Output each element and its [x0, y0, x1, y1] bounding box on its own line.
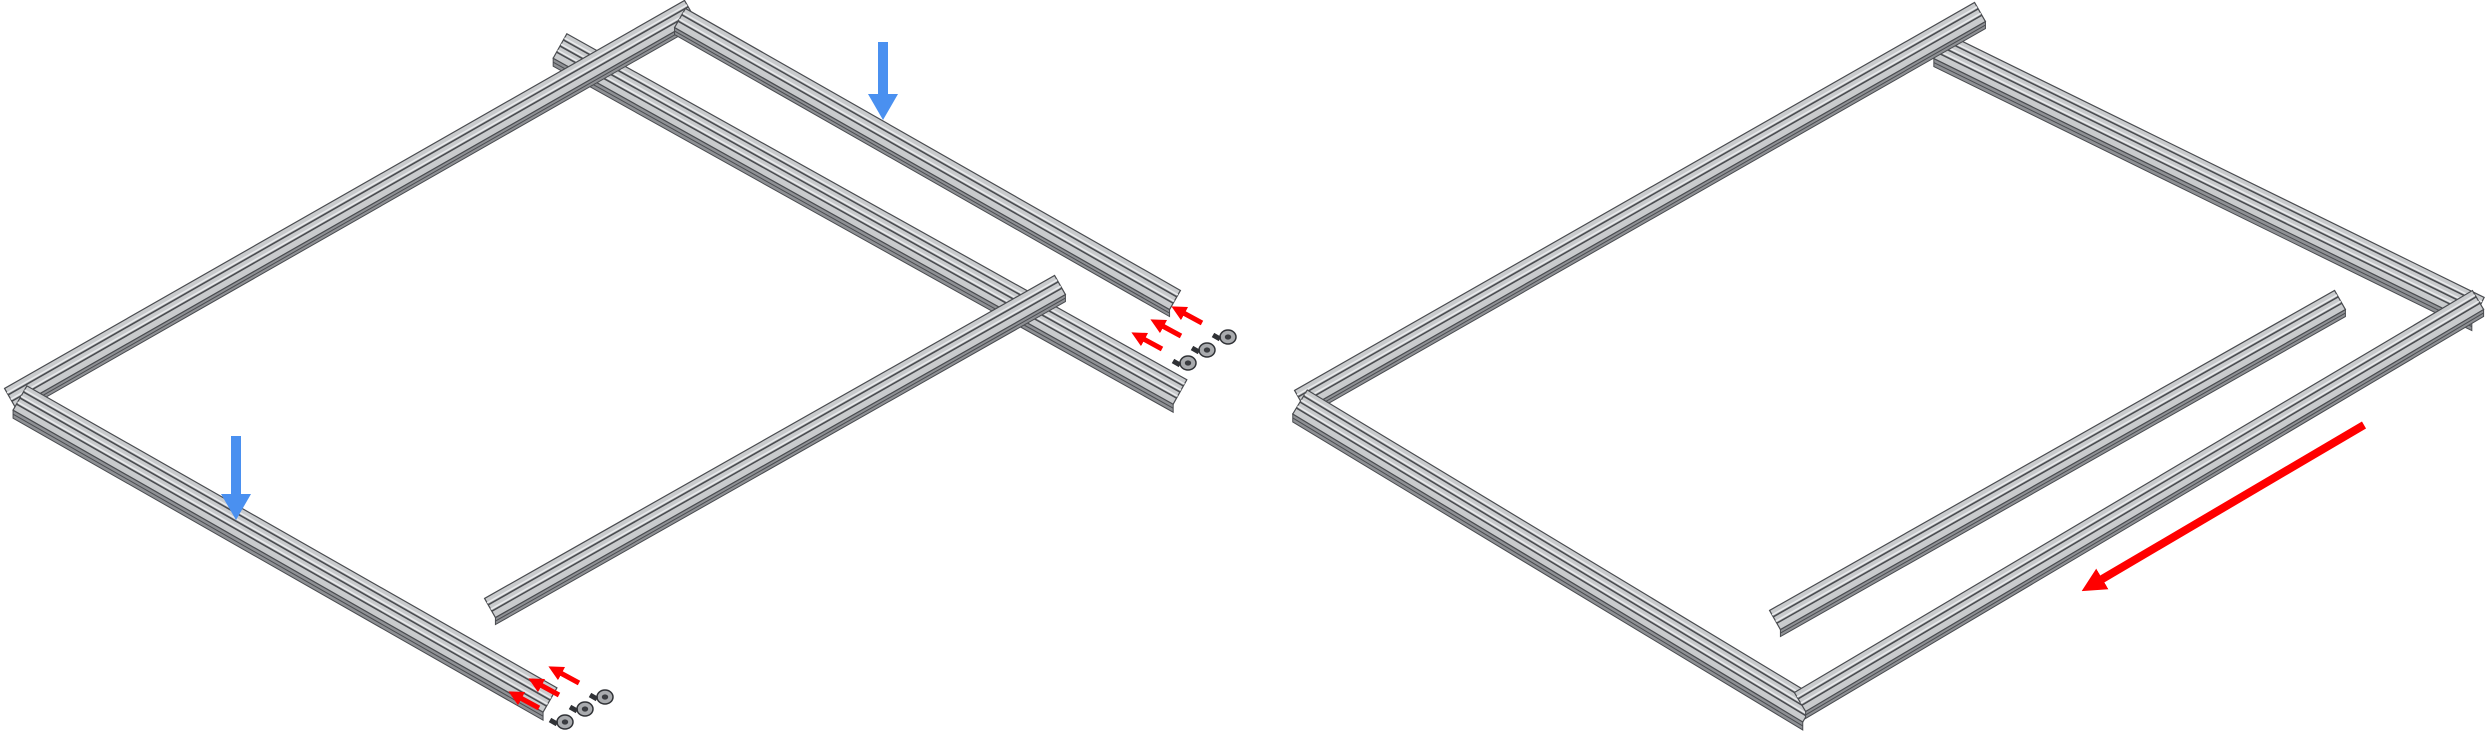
insert-arrow-top-2: [1150, 319, 1183, 339]
screw-bottom-1: [588, 689, 614, 705]
press-arrow-top: [868, 42, 898, 120]
cross-member-assembled: [1768, 289, 2347, 638]
insert-arrow-bottom-3: [508, 691, 541, 711]
screw-top-3: [1171, 355, 1197, 371]
insert-arrow-top-3: [1131, 332, 1164, 352]
short-rail-right-assembled: [1793, 289, 2485, 720]
short-rail-left-assembled: [1293, 1, 1987, 418]
cross-member: [483, 274, 1067, 626]
insert-arrow-bottom-1: [548, 666, 581, 686]
short-rail-top-left: [3, 0, 697, 416]
slide-arrow-icon: [2081, 421, 2367, 592]
panel-after: [1291, 1, 2485, 731]
insert-arrow-bottom-2: [528, 678, 561, 698]
screw-top-2: [1190, 342, 1216, 358]
insert-arrow-top-1: [1171, 306, 1204, 326]
short-rail-top-right: [673, 7, 1182, 318]
long-rail-back: [552, 32, 1188, 414]
long-rail-front: [12, 385, 558, 722]
long-rail-back-assembled: [1933, 32, 2485, 332]
press-arrow-left: [221, 436, 251, 520]
screw-bottom-3: [548, 714, 574, 730]
screw-top-1: [1211, 329, 1237, 345]
screw-bottom-2: [568, 701, 594, 717]
long-rail-front-assembled: [1291, 389, 1819, 731]
panel-before: [3, 0, 1237, 730]
